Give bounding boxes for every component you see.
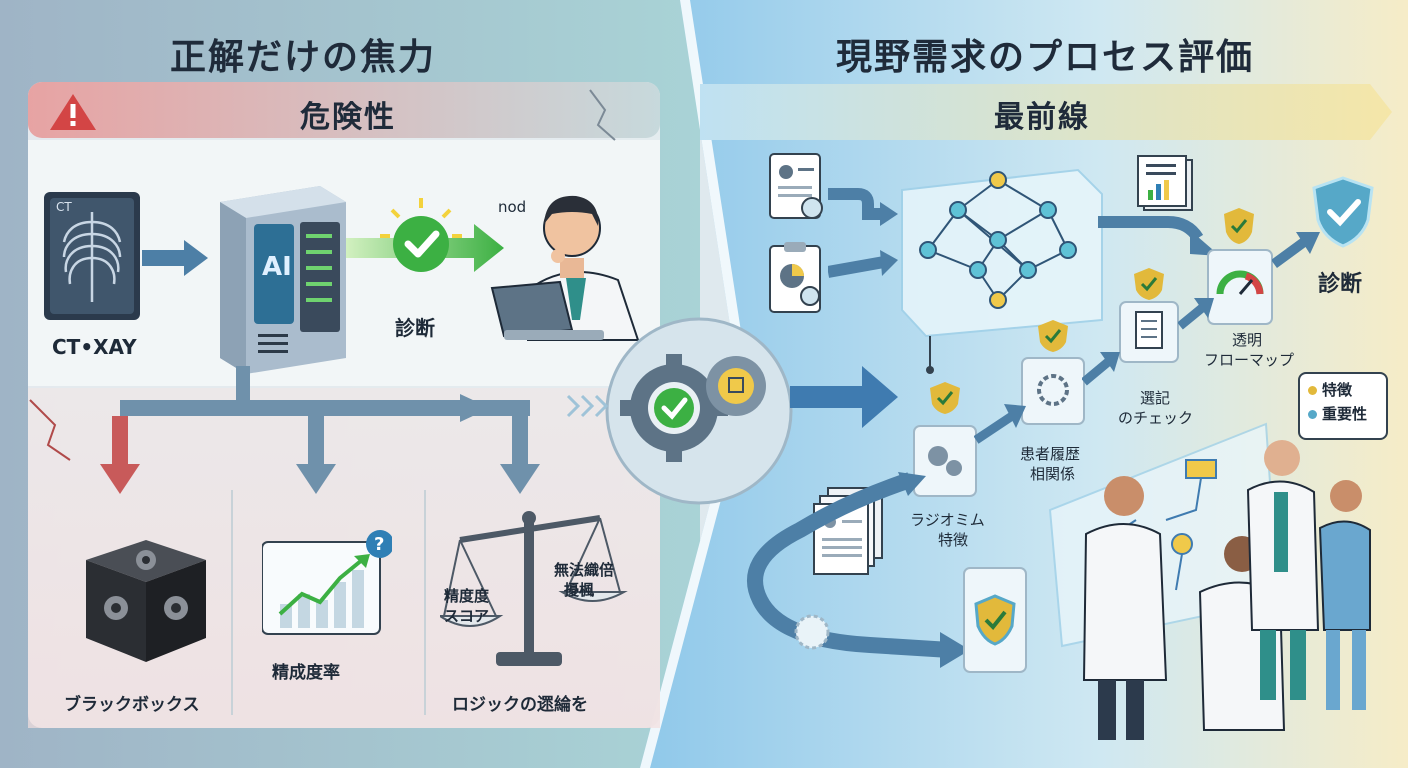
- center-gears: [604, 316, 794, 510]
- center-chevrons-left: [566, 394, 609, 418]
- step-radiomics-tile: [912, 380, 978, 504]
- profile-document-icon: [766, 152, 830, 228]
- flow-arrow-radiomics: [974, 404, 1026, 444]
- left-title: 正解だけの焦力: [170, 37, 437, 78]
- input-arrows: [828, 188, 898, 278]
- warning-icon: [48, 92, 98, 136]
- step-map-label-1: 透明: [1232, 331, 1263, 349]
- danger-label: 危険性: [300, 100, 396, 135]
- step-radiomics-label-1: ラジオミム: [910, 511, 985, 529]
- final-shield-icon: [1312, 176, 1374, 252]
- doctors-team-illustration: [1064, 430, 1394, 764]
- branch-arrows: [100, 366, 540, 494]
- legend-bubble: [1298, 372, 1388, 440]
- legend-importance: 重要性: [1322, 405, 1368, 423]
- clipboard-chart-icon: [766, 240, 830, 320]
- doctor-laptop-illustration: [488, 170, 648, 354]
- scale-left-pan-1: 精度度: [444, 587, 490, 605]
- flow-arrow-top: [1098, 216, 1220, 256]
- ai-server: [210, 182, 350, 378]
- flow-arrow-history: [1082, 352, 1120, 386]
- diagnosis-label-right: 診断: [1318, 272, 1363, 297]
- step-history-label-1: 患者履歴: [1020, 445, 1081, 463]
- arrow-ct-to-ai: [142, 240, 208, 276]
- nod-label: nod: [498, 198, 527, 216]
- chart-label: 精成度率: [272, 663, 340, 683]
- right-title: 現野需求のプロセス評価: [836, 37, 1255, 78]
- step-map-label-2: フローマップ: [1204, 351, 1295, 369]
- check-icon: [378, 196, 464, 286]
- blackbox-cube: [66, 530, 216, 674]
- frontline-label: 最前線: [994, 100, 1090, 135]
- accuracy-chart-icon: [261, 530, 394, 644]
- step-history-tile: [1020, 318, 1086, 432]
- report-document-icon: [1134, 154, 1198, 218]
- ct-film: [44, 192, 140, 324]
- step-radiomics-label-2: 特徴: [938, 531, 969, 549]
- step-check-label-2: のチェック: [1118, 409, 1194, 427]
- question-icon: ?: [374, 534, 385, 555]
- gauge-icon: [1206, 240, 1276, 332]
- scale-right-pan-1: 無法織倍: [554, 561, 615, 579]
- network-graph-cube: [898, 150, 1104, 344]
- flow-arrow-check: [1178, 298, 1214, 330]
- blackbox-label: ブラックボックス: [64, 695, 200, 715]
- legend-dot-feature: [1308, 386, 1317, 395]
- center-arrow-right: [790, 366, 898, 428]
- ct-film-text: CT: [56, 200, 72, 214]
- legend-feature: 特徴: [1322, 381, 1353, 399]
- step-check-tile: [1116, 266, 1182, 370]
- balance-scale: [436, 506, 640, 680]
- ai-label: AI: [262, 252, 292, 282]
- flow-arrow-to-diag: [1272, 232, 1320, 269]
- shield-gauge: [1224, 208, 1254, 244]
- shield-tile-lower: [960, 566, 1030, 680]
- step-history-label-2: 相関係: [1030, 465, 1076, 483]
- legend-dot-importance: [1308, 410, 1317, 419]
- scale-left-pan-2: スコア: [444, 607, 490, 625]
- diagnosis-label-left: 診断: [395, 316, 435, 340]
- connector-line: [926, 336, 934, 374]
- scale-label: ロジックの遝綸を: [452, 695, 588, 715]
- ct-label: CT•XAY: [52, 335, 137, 359]
- step-check-label-1: 選記: [1140, 389, 1171, 407]
- lower-flow-arrow: [747, 472, 970, 668]
- scale-right-pan-2: 擾楓: [564, 581, 595, 599]
